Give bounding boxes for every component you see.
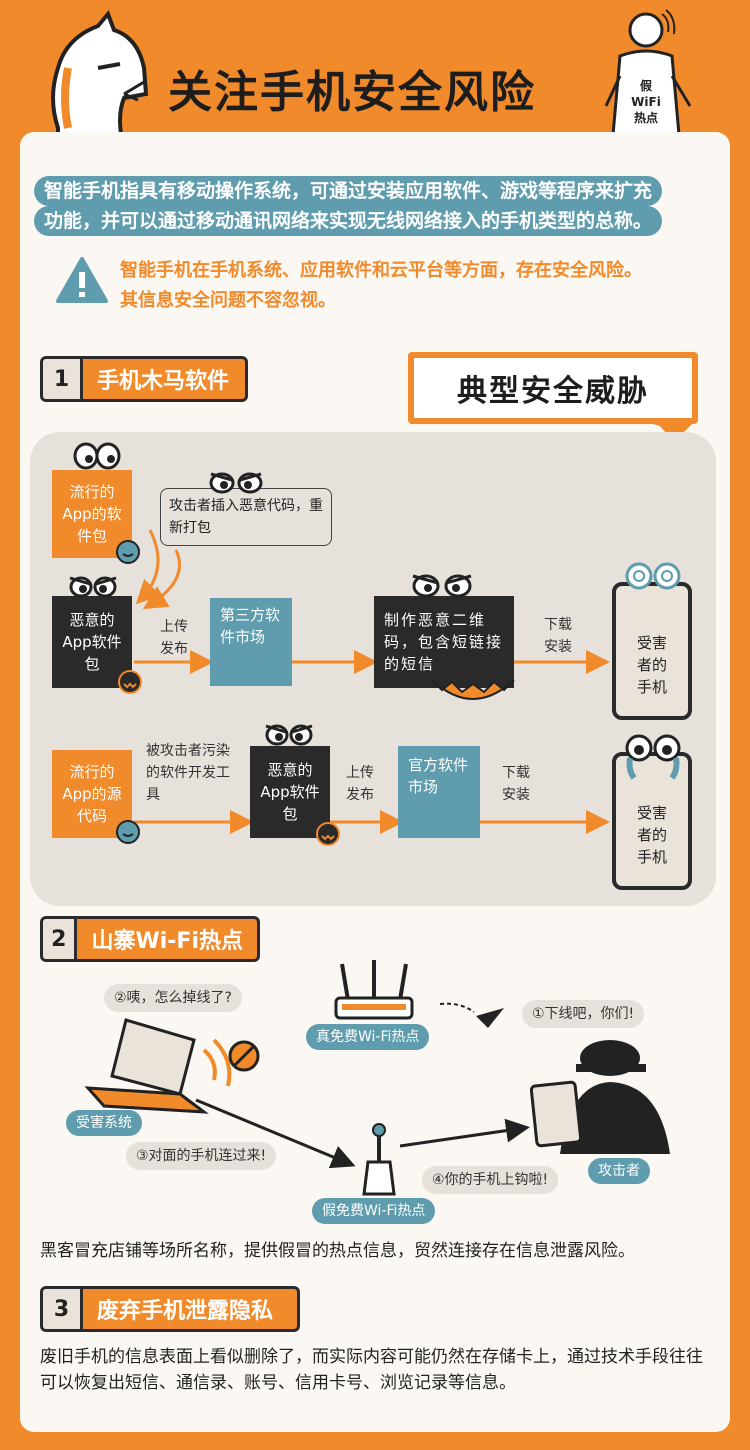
router-icon [334, 960, 414, 1020]
warning-line-2: 其信息安全问题不容忽视。 [120, 290, 336, 311]
mascot-sign: 假 WiFi 热点 [624, 78, 668, 126]
mascot-sign-line: 热点 [633, 111, 658, 125]
section-number: 2 [43, 919, 78, 959]
intro-line-1: 智能手机指具有移动操作系统，可通过安装应用软件、游戏等程序来扩充 [34, 176, 663, 206]
hacker-icon [530, 1040, 670, 1154]
typical-threats-label: 典型安全威胁 [414, 358, 692, 418]
page-title: 关注手机安全风险 [168, 67, 536, 118]
section-2-description: 黑客冒充店铺等场所名称，提供假冒的热点信息，贸然连接存在信息泄露风险。 [40, 1241, 635, 1261]
polluted-tools-label: 被攻击者污染的软件开发工具 [146, 743, 230, 803]
eyes-icon [73, 442, 121, 470]
mascot-sign-line: 假 [639, 79, 652, 93]
section-title: 手机木马软件 [97, 369, 230, 394]
section-1-heading: 1 手机木马软件 [40, 356, 248, 402]
evil-face-icon [316, 822, 340, 846]
section-3-heading: 3 废弃手机泄露隐私 [40, 1286, 300, 1332]
real-hotspot-tag: 真免费Wi-Fi热点 [306, 1024, 430, 1050]
smile-icon [116, 540, 140, 564]
typical-threats-tag: 典型安全威胁 [408, 352, 698, 424]
angry-eyes-icon [412, 574, 472, 598]
dizzy-eyes-icon [625, 562, 681, 590]
angry-eyes-icon [209, 472, 263, 494]
message-3: ③对面的手机连过来! [126, 1142, 277, 1170]
teeth-mouth-icon [431, 679, 515, 700]
popular-app-source-box: 流行的App的源代码 [52, 750, 132, 838]
fake-hotspot-device-icon [362, 1123, 396, 1196]
popular-app-package-box: 流行的App的软件包 [52, 470, 132, 558]
warning-line-1: 智能手机在手机系统、应用软件和云平台等方面，存在安全风险。 [120, 260, 642, 281]
tag-pointer-icon [640, 420, 696, 442]
evil-face-icon [118, 670, 142, 694]
malicious-app-package-box-2: 恶意的App软件包 [250, 746, 330, 838]
section-2-heading: 2 山寨Wi-Fi热点 [40, 916, 260, 962]
download-install-label-2: 下载安装 [502, 765, 530, 803]
upload-publish-label-2: 上传发布 [346, 765, 374, 803]
crying-eyes-icon [625, 734, 681, 780]
section-title: 山寨Wi-Fi热点 [91, 929, 243, 954]
attacker-bubble: 攻击者插入恶意代码，重新打包 [160, 488, 332, 546]
victim-phone-label: 受害者的手机 [636, 634, 667, 696]
section-number: 3 [43, 1289, 83, 1329]
angry-eyes-icon [69, 576, 117, 598]
malicious-qr-box: 制作恶意二维码，包含短链接的短信 [374, 596, 514, 688]
download-install-label: 下载安装 [544, 617, 572, 655]
mascot-sign-line: WiFi [631, 95, 661, 109]
attacker-tag: 攻击者 [588, 1158, 650, 1184]
hotspot-arrows [195, 1098, 530, 1169]
disconnect-icon [440, 1002, 504, 1028]
upload-publish-label: 上传发布 [160, 619, 188, 657]
section-number: 1 [43, 359, 83, 399]
message-1: ①下线吧，你们! [522, 1000, 645, 1028]
fake-hotspot-tag: 假免费Wi-Fi热点 [312, 1198, 436, 1224]
warning-icon [56, 257, 108, 303]
malicious-app-package-box: 恶意的App软件包 [52, 596, 132, 688]
victim-phone-2: 受害者的手机 [612, 752, 692, 890]
laptop-icon [84, 1018, 260, 1114]
intro-line-2: 功能，并可以通过移动通讯网络来实现无线网络接入的手机类型的总称。 [34, 206, 663, 236]
angry-eyes-icon [265, 724, 313, 746]
official-market-box: 官方软件市场 [398, 746, 480, 838]
flow-arrows [134, 529, 610, 834]
victim-phone-1: 受害者的手机 [612, 582, 692, 720]
victim-system-tag: 受害系统 [66, 1110, 142, 1136]
section-3-description: 废旧手机的信息表面上看似删除了，而实际内容可能仍然在存储卡上，通过技术手段往往可… [40, 1347, 703, 1393]
warning-text: 智能手机在手机系统、应用软件和云平台等方面，存在安全风险。 其信息安全问题不容忽… [120, 256, 720, 316]
third-party-market-box: 第三方软件市场 [210, 598, 292, 686]
section-title: 废弃手机泄露隐私 [97, 1299, 274, 1324]
smile-icon [116, 820, 140, 844]
message-4: ④你的手机上钩啦! [422, 1166, 559, 1194]
victim-phone-label: 受害者的手机 [636, 804, 667, 866]
message-2: ②咦，怎么掉线了? [104, 984, 242, 1012]
